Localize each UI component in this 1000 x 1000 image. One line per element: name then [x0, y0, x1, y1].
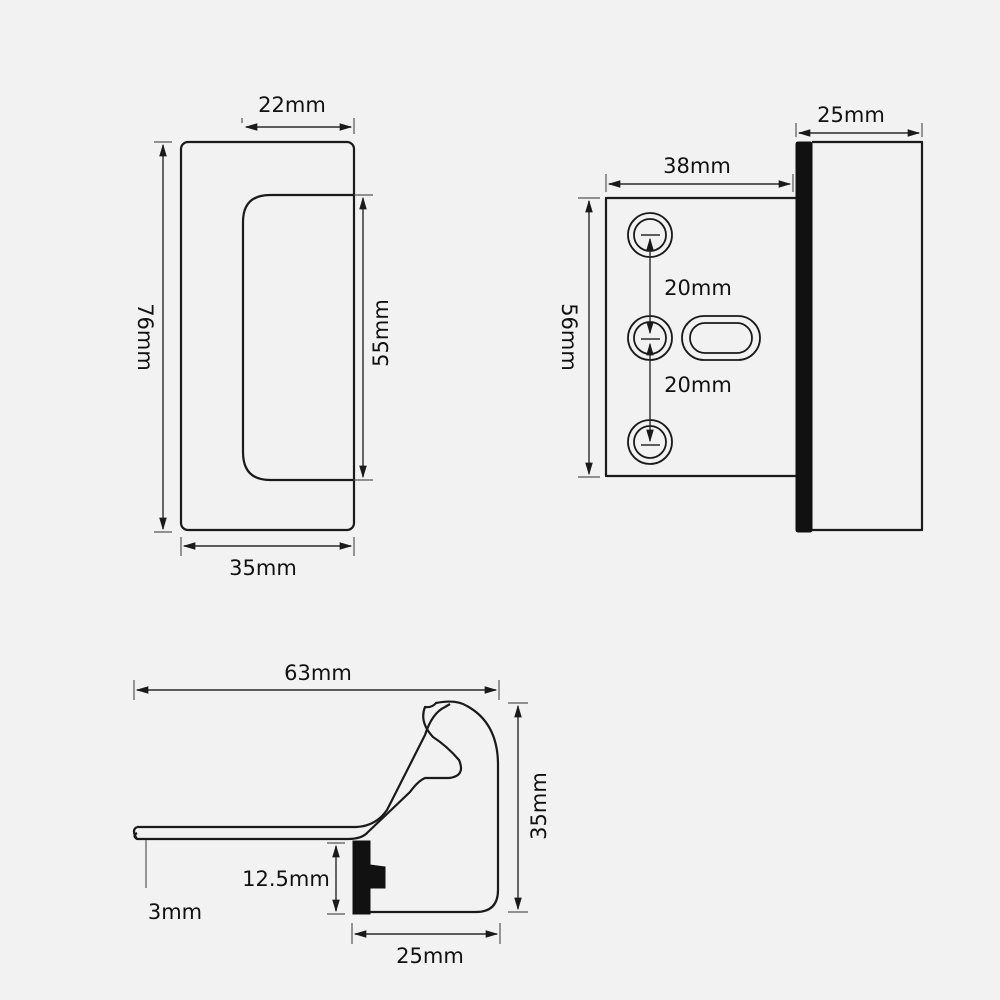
mounting-plate — [604, 196, 796, 478]
rubber-strip — [795, 141, 813, 533]
front-view: 22mm 76mm 55mm 35mm — [133, 93, 393, 580]
side-view: 63mm 35mm 12.5mm 3mm 25mm — [132, 661, 551, 968]
label-22mm: 22mm — [258, 93, 326, 117]
label-20mm-upper: 20mm — [664, 276, 732, 300]
label-38mm: 38mm — [663, 154, 731, 178]
label-56mm: 56mm — [557, 303, 581, 371]
label-25mm-side: 25mm — [396, 944, 464, 968]
top-view: 38mm 25mm 56mm 20mm 20mm — [557, 103, 924, 533]
label-76mm: 76mm — [133, 303, 157, 371]
label-63mm: 63mm — [284, 661, 352, 685]
label-20mm-lower: 20mm — [664, 373, 732, 397]
label-35mm-side: 35mm — [527, 772, 551, 840]
latch-profile-outer — [133, 700, 500, 914]
rubber-block — [352, 840, 386, 915]
outer-plate — [179, 140, 356, 532]
latch-profile-upper — [137, 703, 451, 829]
label-3mm: 3mm — [148, 900, 202, 924]
label-55mm: 55mm — [369, 299, 393, 367]
inner-recess — [241, 193, 354, 482]
label-12-5mm: 12.5mm — [242, 867, 330, 891]
label-25mm-top: 25mm — [817, 103, 885, 127]
body-block — [812, 140, 924, 532]
label-35mm-front: 35mm — [229, 556, 297, 580]
slot-hole — [681, 315, 761, 361]
